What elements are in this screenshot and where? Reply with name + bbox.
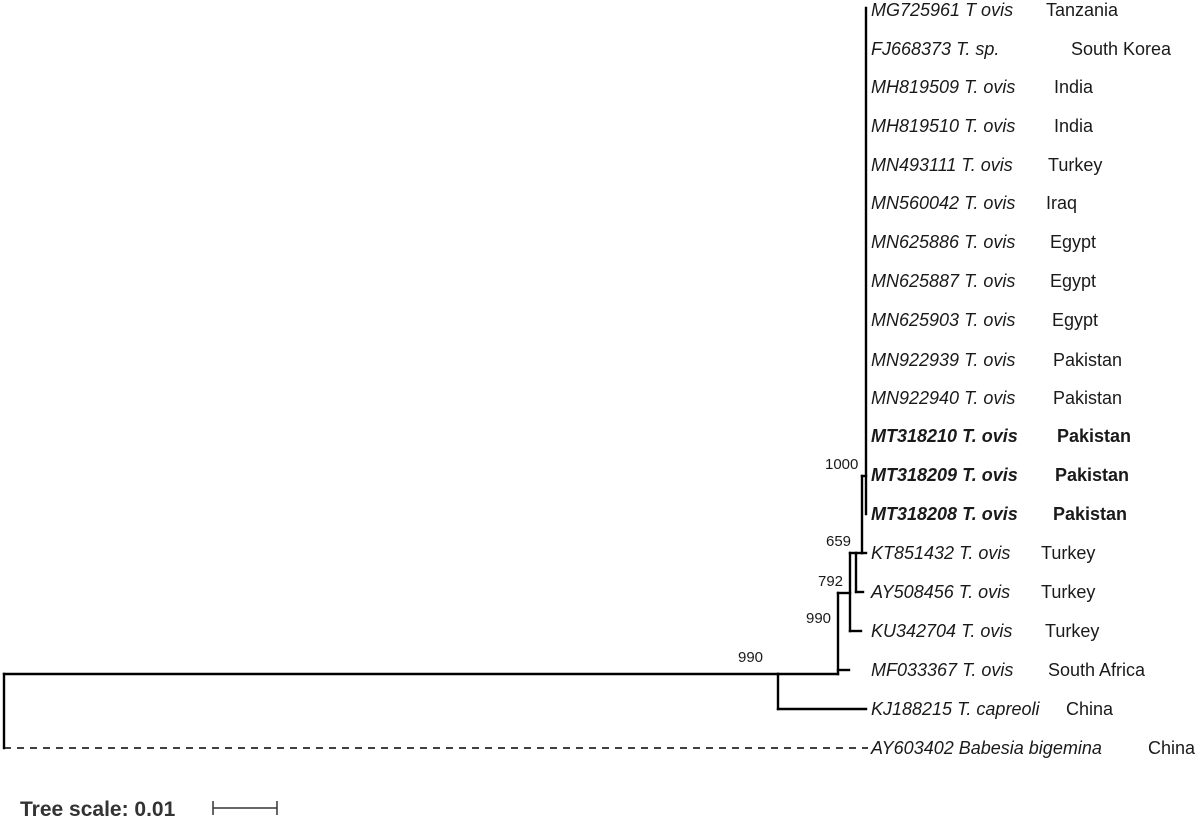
leaf-country: India — [1054, 77, 1094, 97]
leaf-label-kt851432: KT851432 T. ovis Turkey — [871, 543, 1095, 563]
leaf-species: T. ovis — [964, 232, 1015, 252]
leaf-country: Egypt — [1050, 271, 1096, 291]
leaf-accession: MN625903 — [871, 310, 964, 330]
tree-scale-bar — [212, 801, 278, 815]
leaf-country: Tanzania — [1046, 0, 1119, 20]
leaf-species: T. ovis — [962, 465, 1018, 485]
leaf-species: T. ovis — [961, 621, 1012, 641]
leaf-accession: MN625886 — [871, 232, 964, 252]
leaf-species: T. capreoli — [957, 699, 1040, 719]
bootstrap-ay508456-node: 792 — [818, 573, 843, 590]
leaf-label-fj668373: FJ668373 T. sp. South Korea — [871, 39, 1172, 59]
leaf-country: Egypt — [1050, 232, 1096, 252]
leaf-species: T. ovis — [959, 582, 1010, 602]
leaf-label-mn922939: MN922939 T. ovis Pakistan — [871, 350, 1122, 370]
leaf-accession: MN560042 — [871, 193, 964, 213]
leaf-label-mh819509: MH819509 T. ovis India — [871, 77, 1094, 97]
leaf-accession: MG725961 — [871, 0, 965, 20]
leaf-species: T. ovis — [964, 77, 1015, 97]
leaf-country: South Korea — [1071, 39, 1172, 59]
leaf-country: Pakistan — [1055, 465, 1129, 485]
leaf-label-mg725961: MG725961 T ovis Tanzania — [871, 0, 1119, 20]
leaf-accession: MN922939 — [871, 350, 964, 370]
leaf-accession: MT318209 — [871, 465, 962, 485]
leaf-label-ku342704: KU342704 T. ovis Turkey — [871, 621, 1099, 641]
bootstrap-pakistan-clade: 1000 — [825, 456, 858, 473]
leaf-species: T. ovis — [962, 660, 1013, 680]
leaf-accession: AY508456 — [870, 582, 959, 602]
leaf-label-mn922940: MN922940 T. ovis Pakistan — [871, 388, 1122, 408]
leaf-country: China — [1066, 699, 1114, 719]
leaf-country: Iraq — [1046, 193, 1077, 213]
leaf-country: Pakistan — [1053, 504, 1127, 524]
tree-branches — [2, 6, 868, 750]
leaf-label-mf033367: MF033367 T. ovis South Africa — [871, 660, 1146, 680]
bootstrap-ovis-capreoli-node: 990 — [738, 649, 763, 666]
leaf-country: Pakistan — [1053, 388, 1122, 408]
bootstrap-ku342704-node: 990 — [806, 610, 831, 627]
leaf-label-mt318210: MT318210 T. ovis Pakistan — [871, 426, 1131, 446]
leaf-country: Egypt — [1052, 310, 1098, 330]
leaf-species: T. ovis — [962, 504, 1018, 524]
leaf-accession: KT851432 — [871, 543, 959, 563]
leaf-country: China — [1148, 738, 1196, 758]
leaf-label-mt318208: MT318208 T. ovis Pakistan — [871, 504, 1127, 524]
bootstrap-labels: 1000 659 792 990 990 — [738, 456, 858, 666]
leaf-species: T. ovis — [964, 116, 1015, 136]
leaf-country: Turkey — [1048, 155, 1102, 175]
leaf-accession: MT318210 — [871, 426, 962, 446]
leaf-country: India — [1054, 116, 1094, 136]
leaf-species: T. ovis — [964, 193, 1015, 213]
leaf-accession: AY603402 — [870, 738, 959, 758]
leaf-species: T ovis — [965, 0, 1013, 20]
leaf-label-mt318209: MT318209 T. ovis Pakistan — [871, 465, 1129, 485]
leaf-label-ay508456: AY508456 T. ovis Turkey — [870, 582, 1095, 602]
leaf-accession: FJ668373 — [871, 39, 956, 59]
leaf-accession: MN493111 — [871, 155, 961, 175]
leaf-species: T. ovis — [964, 388, 1015, 408]
leaf-accession: KJ188215 — [871, 699, 957, 719]
leaf-accession: MT318208 — [871, 504, 962, 524]
leaf-species: T. ovis — [959, 543, 1010, 563]
leaf-accession: KU342704 — [871, 621, 961, 641]
leaf-country: South Africa — [1048, 660, 1146, 680]
leaf-accession: MN625887 — [871, 271, 964, 291]
leaf-label-mn625887: MN625887 T. ovis Egypt — [871, 271, 1096, 291]
leaf-accession: MH819509 — [871, 77, 964, 97]
tree-scale: Tree scale: 0.01 — [20, 798, 278, 817]
leaf-country: Pakistan — [1053, 350, 1122, 370]
leaf-label-mn560042: MN560042 T. ovis Iraq — [871, 193, 1077, 213]
tree-scale-label: Tree scale: 0.01 — [20, 798, 176, 817]
leaf-label-mn625886: MN625886 T. ovis Egypt — [871, 232, 1096, 252]
leaf-species: T. ovis — [964, 271, 1015, 291]
leaf-label-mn625903: MN625903 T. ovis Egypt — [871, 310, 1098, 330]
leaf-species: T. ovis — [964, 310, 1015, 330]
leaf-accession: MF033367 — [871, 660, 962, 680]
leaf-species: T. ovis — [964, 350, 1015, 370]
leaf-species: T. ovis — [962, 426, 1018, 446]
leaf-label-mn493111: MN493111 T. ovis Turkey — [871, 155, 1102, 175]
leaf-accession: MN922940 — [871, 388, 964, 408]
leaf-country: Pakistan — [1057, 426, 1131, 446]
leaf-label-ay603402: AY603402 Babesia bigemina China — [870, 738, 1196, 758]
leaf-accession: MH819510 — [871, 116, 964, 136]
leaf-species: Babesia bigemina — [959, 738, 1102, 758]
leaf-label-mh819510: MH819510 T. ovis India — [871, 116, 1094, 136]
leaf-label-kj188215: KJ188215 T. capreoli China — [871, 699, 1114, 719]
leaf-species: T. ovis — [961, 155, 1012, 175]
leaf-species: T. sp. — [956, 39, 999, 59]
leaf-country: Turkey — [1045, 621, 1099, 641]
bootstrap-kt851432-node: 659 — [826, 533, 851, 550]
leaf-country: Turkey — [1041, 543, 1095, 563]
leaf-country: Turkey — [1041, 582, 1095, 602]
